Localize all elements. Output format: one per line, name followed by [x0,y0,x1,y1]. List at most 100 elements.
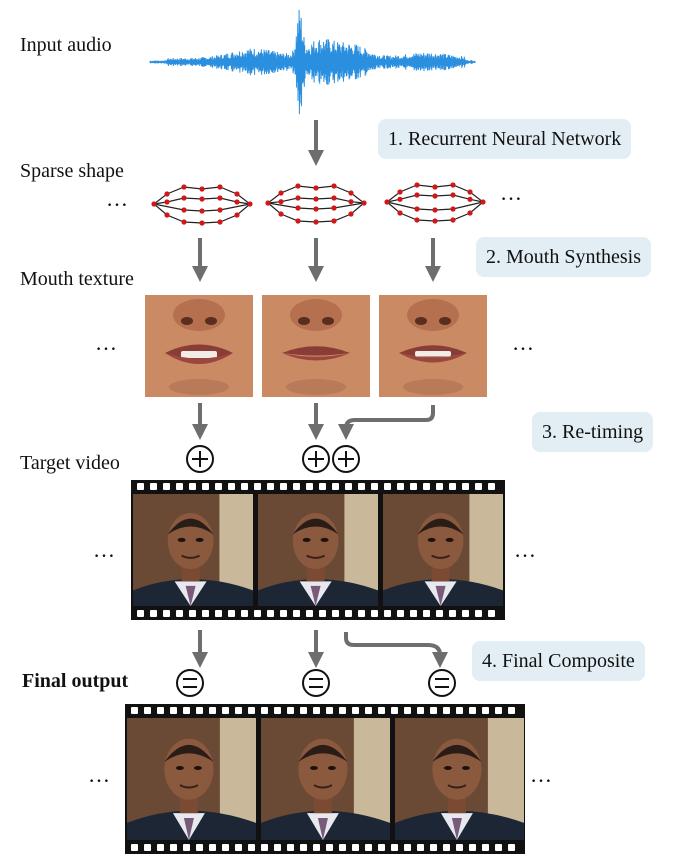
landmark-point [181,184,187,190]
landmark-point [313,196,319,202]
arrow-composite-curve [344,632,448,668]
sparse-shape-2 [265,183,367,225]
landmark-point [217,195,223,201]
landmark-point [164,212,170,218]
landmark-point [234,191,240,197]
ellipsis-target-right: … [514,537,538,562]
landmark-point [278,190,284,196]
landmark-point [414,206,420,212]
mouth-texture-3 [379,295,487,397]
landmark-point [164,191,170,197]
landmark-point [313,219,319,225]
landmark-point [199,208,205,214]
landmark-point [432,207,438,213]
landmark-point [265,200,271,206]
step-mouth-synthesis: 2. Mouth Synthesis [476,237,652,277]
target-frame-3 [383,494,503,606]
landmark-point [181,195,187,201]
ellipsis-final-left: … [88,762,112,787]
sparse-shape-3 [384,182,486,224]
ellipsis-target-left: … [93,537,117,562]
mouth-texture-label: Mouth texture [20,268,134,290]
ellipsis-sparse-left: … [106,186,130,211]
step-final-composite: 4. Final Composite [472,641,645,681]
landmark-point [480,199,486,205]
landmark-point [295,183,301,189]
landmark-point [234,212,240,218]
final-frame-1 [127,718,256,840]
ellipsis-mouth-left: … [95,330,119,355]
landmark-point [313,185,319,191]
landmark-point [234,199,240,205]
final-frame-3 [395,718,524,840]
input-audio-label: Input audio [20,34,112,56]
landmark-point [295,218,301,224]
mouth-texture-2 [262,295,370,397]
landmark-point [199,186,205,192]
equals-icon [302,669,330,697]
equals-icon [176,669,204,697]
landmark-point [181,219,187,225]
landmark-point [331,205,337,211]
landmark-point [247,201,253,207]
landmark-point [217,184,223,190]
landmark-point [432,184,438,190]
landmark-point [414,192,420,198]
audio-waveform [149,9,476,115]
landmark-point [432,193,438,199]
equals-icon [428,669,456,697]
landmark-point [450,182,456,188]
landmark-point [295,195,301,201]
target-video-label: Target video [20,452,120,474]
mouth-texture-1 [145,295,253,397]
landmark-point [217,207,223,213]
landmark-point [164,199,170,205]
landmark-point [450,192,456,198]
landmark-point [397,210,403,216]
landmark-point [467,196,473,202]
landmark-point [348,211,354,217]
plus-icon [332,445,360,473]
landmark-point [199,220,205,226]
plus-icon [186,445,214,473]
landmark-point [467,210,473,216]
landmark-point [450,206,456,212]
landmark-point [397,189,403,195]
landmark-point [467,189,473,195]
landmark-point [313,206,319,212]
landmark-point [361,200,367,206]
target-frame-1 [133,494,253,606]
landmark-point [151,201,157,207]
landmark-point [348,190,354,196]
arrow-retiming-curve [338,405,435,440]
ellipsis-final-right: … [530,762,554,787]
sparse-shape-label: Sparse shape [20,160,124,182]
landmark-point [331,195,337,201]
landmark-point [432,218,438,224]
landmark-point [278,211,284,217]
landmark-point [450,217,456,223]
landmark-point [331,183,337,189]
target-frame-2 [258,494,378,606]
landmark-point [414,217,420,223]
waveform-path [149,9,476,115]
final-output-label: Final output [22,670,129,692]
plus-icon [302,445,330,473]
landmark-point [348,199,354,205]
step-re-timing: 3. Re-timing [532,412,654,452]
landmark-point [295,205,301,211]
landmark-point [331,218,337,224]
landmark-point [384,199,390,205]
sparse-shape-1 [151,184,253,226]
landmark-point [181,207,187,213]
landmark-point [278,199,284,205]
final-output-filmstrip [125,704,525,854]
ellipsis-sparse-right: … [500,180,524,205]
landmark-point [199,196,205,202]
final-frame-2 [261,718,390,840]
landmark-point [397,196,403,202]
target-video-filmstrip [131,480,505,620]
landmark-point [217,219,223,225]
ellipsis-mouth-right: … [512,330,536,355]
landmark-point [414,182,420,188]
